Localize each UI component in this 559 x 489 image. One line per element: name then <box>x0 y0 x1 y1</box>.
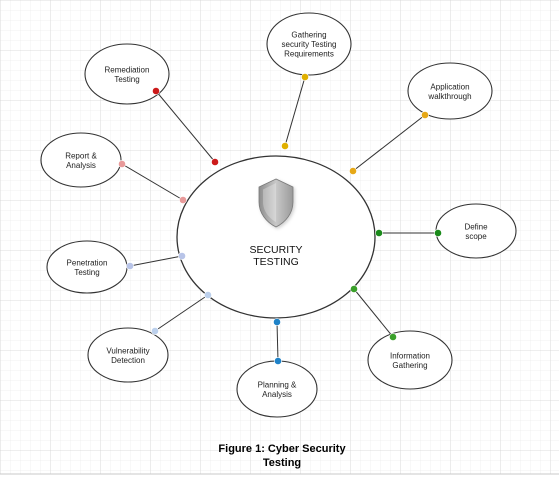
connector-dot-outer-remediation-testing <box>152 87 160 95</box>
node-report-analysis: Report &Analysis <box>40 132 122 188</box>
node-label-define-scope-0: Define <box>464 222 488 231</box>
node-ellipse-vulnerability-detection <box>87 327 169 383</box>
node-label-remediation-testing-1: Testing <box>114 75 139 84</box>
node-ellipse-application-walkthrough <box>407 62 493 120</box>
node-label-report-analysis-1: Analysis <box>66 161 96 170</box>
node-label-penetration-testing-1: Testing <box>74 268 99 277</box>
connector-dot-outer-report-analysis <box>118 160 126 168</box>
node-label-gathering-requirements-0: Gathering <box>291 31 326 40</box>
connector-dot-outer-define-scope <box>434 229 442 237</box>
connector-dot-outer-planning-analysis <box>274 357 282 365</box>
connector-dot-inner-report-analysis <box>179 196 187 204</box>
figure-caption-line2: Testing <box>263 457 301 469</box>
center-label-line1: SECURITY <box>249 244 302 256</box>
node-label-planning-analysis-0: Planning & <box>258 380 297 389</box>
bottom-border <box>0 474 559 489</box>
connector-information-gathering <box>353 288 394 338</box>
connector-dot-outer-gathering-requirements <box>301 73 309 81</box>
node-label-information-gathering-1: Gathering <box>392 361 427 370</box>
node-planning-analysis: Planning &Analysis <box>236 360 318 418</box>
node-label-vulnerability-detection-1: Detection <box>111 356 145 365</box>
connector-dot-outer-vulnerability-detection <box>151 327 159 335</box>
connector-application-walkthrough <box>352 114 426 172</box>
connector-dot-outer-information-gathering <box>389 333 397 341</box>
node-label-application-walkthrough-1: walkthrough <box>427 92 471 101</box>
connector-dot-inner-define-scope <box>375 229 383 237</box>
connector-penetration-testing <box>129 255 183 267</box>
node-label-application-walkthrough-0: Application <box>430 82 469 91</box>
figure-caption-line1: Figure 1: Cyber Security <box>218 443 346 455</box>
node-label-report-analysis-0: Report & <box>65 151 97 160</box>
connector-remediation-testing <box>155 90 216 163</box>
connector-dot-outer-application-walkthrough <box>421 111 429 119</box>
node-label-define-scope-1: scope <box>465 232 487 241</box>
connector-lines <box>121 76 438 362</box>
node-label-remediation-testing-0: Remediation <box>105 65 150 74</box>
node-ellipse-remediation-testing <box>84 43 170 105</box>
node-label-gathering-requirements-1: security Testing <box>282 40 337 49</box>
connector-vulnerability-detection <box>154 294 209 332</box>
node-label-planning-analysis-1: Analysis <box>262 390 292 399</box>
connector-dot-inner-vulnerability-detection <box>204 291 212 299</box>
connector-dot-inner-application-walkthrough <box>349 167 357 175</box>
connector-dot-inner-information-gathering <box>350 285 358 293</box>
connector-gathering-requirements <box>284 76 306 147</box>
node-label-vulnerability-detection-0: Vulnerability <box>106 346 149 355</box>
central-node-ellipse <box>176 155 376 319</box>
node-ellipse-information-gathering <box>367 330 453 390</box>
connector-dot-inner-remediation-testing <box>211 158 219 166</box>
node-label-penetration-testing-0: Penetration <box>67 258 108 267</box>
connector-dot-inner-planning-analysis <box>273 318 281 326</box>
connector-dot-inner-gathering-requirements <box>281 142 289 150</box>
connector-report-analysis <box>121 163 184 201</box>
node-ellipse-report-analysis <box>40 132 122 188</box>
node-ellipse-gathering-requirements <box>266 12 352 76</box>
connector-dot-outer-penetration-testing <box>126 262 134 270</box>
node-label-information-gathering-0: Information <box>390 351 430 360</box>
center-label-line2: TESTING <box>253 256 299 268</box>
connector-planning-analysis <box>276 321 279 362</box>
node-label-gathering-requirements-2: Requirements <box>284 50 334 59</box>
shield-icon <box>258 178 294 228</box>
central-node: SECURITY TESTING <box>176 155 376 319</box>
connector-dot-inner-penetration-testing <box>178 252 186 260</box>
